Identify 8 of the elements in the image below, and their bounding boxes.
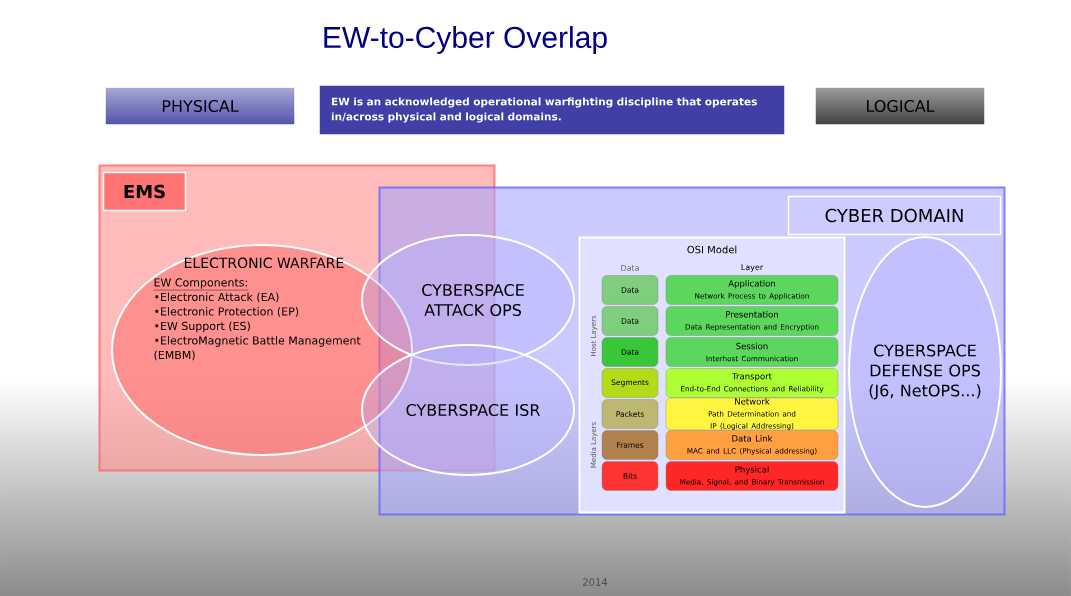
footer-text: 2014 — [583, 578, 608, 586]
column-header: Layer — [741, 264, 764, 272]
statement-box: EW is an acknowledged operational warfighting discipline that operates in/across physical and logical domains. — [318, 84, 786, 136]
column-header: Data — [621, 265, 639, 271]
panel-title: OSI Model — [687, 245, 737, 254]
header-bar: LOGICAL — [814, 86, 986, 126]
slide-title: EW-to-Cyber Overlap — [324, 26, 607, 54]
header-bar: PHYSICAL — [104, 86, 296, 126]
